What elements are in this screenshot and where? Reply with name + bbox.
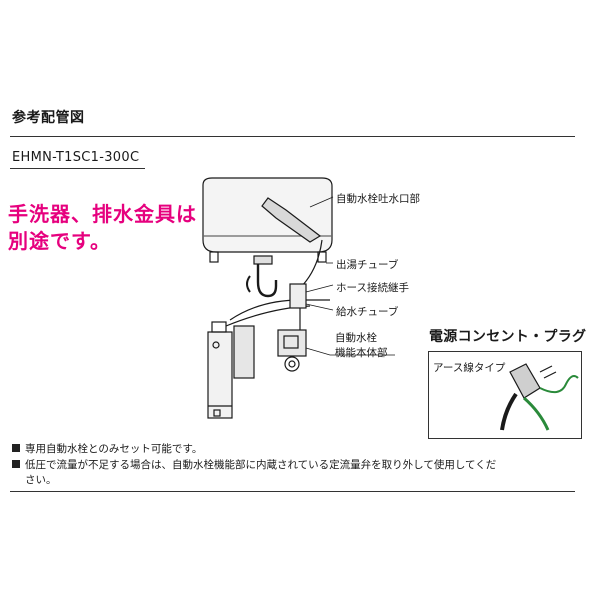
leader-unit [305,347,395,356]
bullet-square-icon [12,460,20,468]
heater-valve [233,325,255,379]
note-item-2-cont: さい。 [25,474,57,486]
power-title: 電源コンセント・プラグ [429,329,587,345]
bullet-square-icon [12,444,20,452]
function-unit [277,329,307,357]
faucet-spout [261,197,322,243]
earth-type-label: アース線タイプ [433,362,506,374]
basin-leg-left [209,251,219,263]
note-text-1: 専用自動水栓とのみセット可能です。 [25,443,203,455]
label-hose-joint: ホース接続継手 [336,282,409,294]
water-heater [207,331,233,419]
divider-top [10,136,575,137]
label-spout: 自動水栓吐水口部 [336,193,420,205]
note-item-1: 専用自動水栓とのみセット可能です。 [12,442,202,457]
note-item-2: 低圧で流量が不足する場合は、自動水栓機能部に内蔵されている定流量弁を取り外して使… [12,458,496,473]
unit-wheel [284,356,300,372]
drain-trap [256,262,278,298]
divider-bottom [10,491,575,492]
earth-wire [539,375,579,394]
leader-spout [309,196,334,208]
note-text-2: 低圧で流量が不足する場合は、自動水栓機能部に内蔵されている定流量弁を取り外して使… [25,459,497,471]
leader-joint [305,284,334,293]
label-unit-line1: 自動水栓 [335,332,377,344]
model-underline [10,168,145,169]
power-box [428,351,582,439]
power-cord [500,392,518,431]
label-unit-line2: 機能本体部 [335,347,388,359]
hose-joint [289,283,307,309]
section-title: 参考配管図 [12,110,85,126]
label-hot-tube: 出湯チューブ [336,259,399,271]
label-supply-tube: 給水チューブ [336,306,399,318]
model-number: EHMN-T1SC1-300C [12,150,140,165]
leader-supply [305,303,334,311]
separate-parts-notice: 手洗器、排水金具は別途です。 [8,202,197,253]
